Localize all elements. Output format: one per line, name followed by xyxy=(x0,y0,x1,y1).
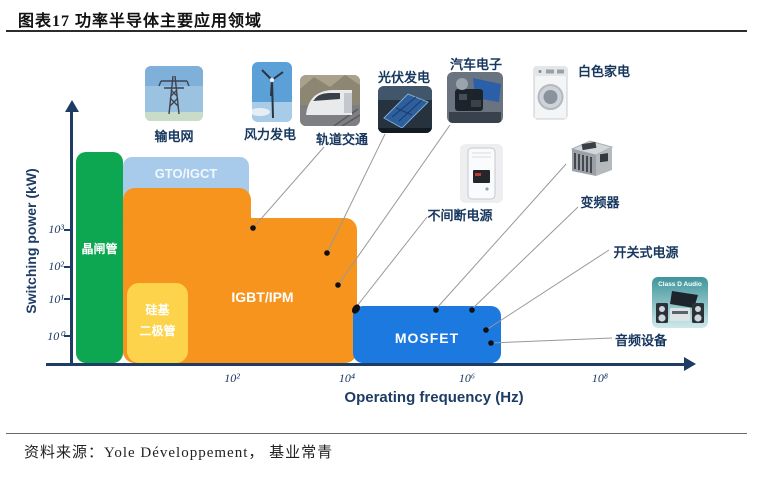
page-title: 图表17 功率半导体主要应用领域 xyxy=(18,13,263,30)
block-thyristor xyxy=(76,152,123,363)
y-tick-mark xyxy=(64,335,70,337)
automotive-electronics-image xyxy=(447,72,503,123)
y-tick-mark xyxy=(64,266,70,268)
title-divider xyxy=(6,30,747,32)
app-label-pv-power: 光伏发电 xyxy=(377,70,430,85)
x-tick-label: 10⁶ xyxy=(458,371,476,385)
app-label-white-goods: 白色家电 xyxy=(577,64,630,79)
inverter-image xyxy=(566,137,616,178)
app-label-switching-psu: 开关式电源 xyxy=(613,245,679,260)
y-axis-title: Switching power (kW) xyxy=(23,168,39,314)
block-label-mosfet: MOSFET xyxy=(394,330,460,346)
footer-divider xyxy=(6,433,747,434)
y-tick-mark xyxy=(64,229,70,231)
block-label-thyristor: 晶闸管 xyxy=(81,242,118,256)
block-label-gto-igct: GTO/IGCT xyxy=(154,166,218,181)
block-label-line: 硅基 xyxy=(145,303,170,317)
app-label-audio: 音频设备 xyxy=(614,333,667,348)
x-axis-arrow-icon xyxy=(684,357,696,371)
y-tick-label: 10¹ xyxy=(48,292,64,306)
pv-power-image xyxy=(378,86,432,133)
ups-image xyxy=(460,144,503,203)
app-label-transmission-grid: 输电网 xyxy=(154,129,194,144)
connector-line xyxy=(485,249,610,331)
app-label-inverter: 变频器 xyxy=(580,195,620,210)
connector-line xyxy=(490,337,613,344)
white-goods-image xyxy=(533,63,568,120)
source-note: 资料来源：Yole Développement， 基业常青 xyxy=(24,445,334,461)
connector-line xyxy=(356,216,428,307)
y-tick-mark xyxy=(64,298,70,300)
app-label-rail-transit: 轨道交通 xyxy=(315,132,368,147)
block-label-silicon-diode: 硅基 二极管 xyxy=(127,300,188,342)
x-axis-line xyxy=(46,363,686,366)
connector-line xyxy=(252,146,325,229)
block-label-line: 二极管 xyxy=(139,324,176,338)
app-label-wind-power: 风力发电 xyxy=(243,127,296,142)
y-axis-arrow-icon xyxy=(65,100,79,112)
x-axis-title: Operating frequency (Hz) xyxy=(344,389,524,406)
rail-transit-image xyxy=(300,75,360,126)
y-tick-label: 10⁰ xyxy=(47,329,64,343)
y-tick-label: 10² xyxy=(48,259,64,273)
app-label-ups: 不间断电源 xyxy=(427,208,493,223)
block-silicon-diode xyxy=(127,283,188,363)
app-label-automotive: 汽车电子 xyxy=(449,57,502,72)
y-axis-line xyxy=(70,110,73,366)
audio-equipment-image: Class D Audio xyxy=(652,277,708,328)
x-tick-label: 10⁴ xyxy=(338,371,356,385)
y-tick-label: 10³ xyxy=(48,222,64,236)
block-label-igbt-ipm: IGBT/IPM xyxy=(231,289,294,305)
audio-image-caption: Class D Audio xyxy=(658,281,702,288)
x-tick-label: 10⁸ xyxy=(591,371,609,385)
transmission-grid-image xyxy=(145,66,203,121)
x-tick-label: 10² xyxy=(224,371,240,385)
block-mosfet xyxy=(353,306,501,363)
wind-power-image xyxy=(252,62,292,122)
